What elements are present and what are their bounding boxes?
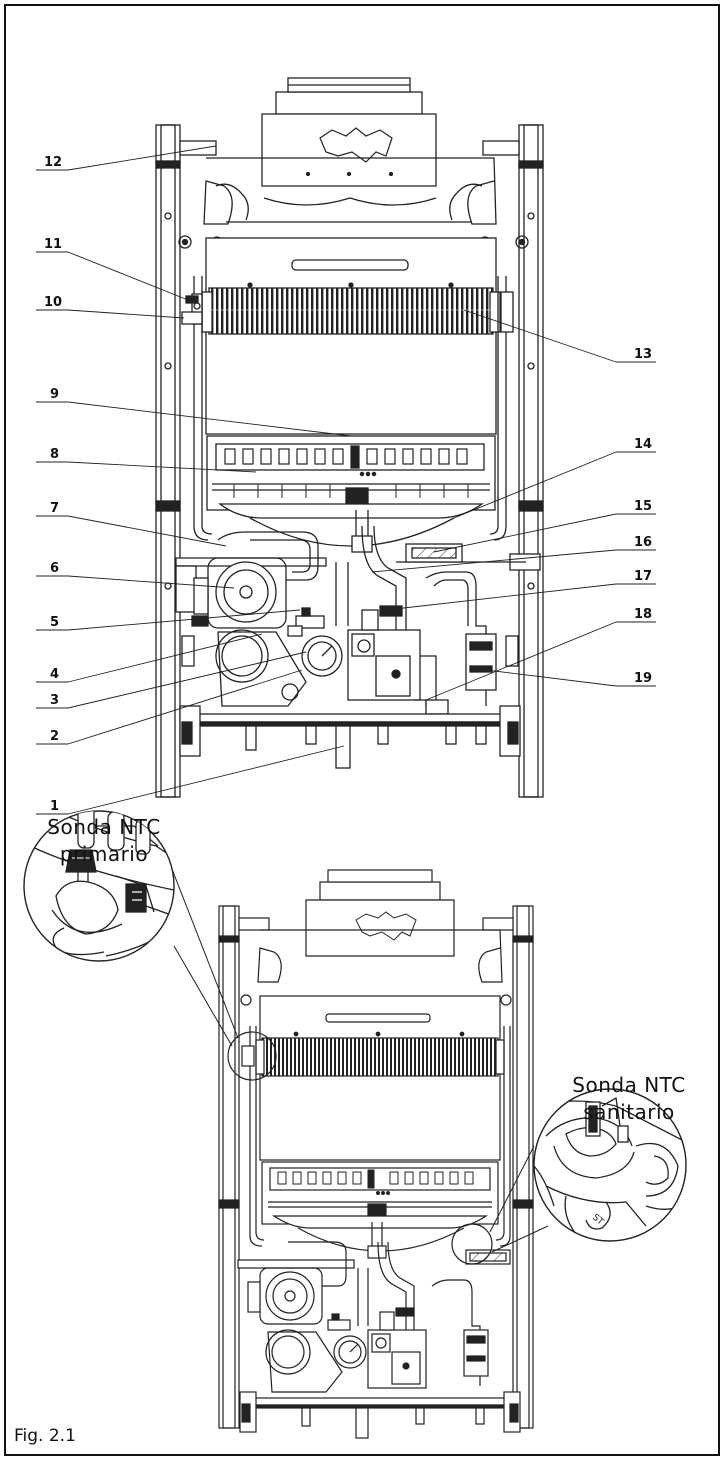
- primary-ntc-label-line2: primario: [59, 842, 149, 866]
- main-boiler-drawing: [155, 77, 544, 798]
- figure-caption: Fig. 2.1: [14, 1426, 76, 1446]
- callout-2: 2: [50, 729, 59, 744]
- callout-8: 8: [50, 447, 59, 462]
- callout-7: 7: [50, 501, 59, 516]
- callout-13: 13: [634, 347, 652, 362]
- callout-12: 12: [44, 155, 62, 170]
- callout-11: 11: [44, 237, 62, 252]
- sanitary-ntc-label-line2: sanitario: [583, 1100, 675, 1124]
- callout-18: 18: [634, 607, 652, 622]
- sanitary-ntc-label: Sonda NTC sanitario: [554, 1072, 704, 1126]
- callout-19: 19: [634, 671, 652, 686]
- callout-3: 3: [50, 693, 59, 708]
- figure-page: 12 11 10 9 8 7 6 5 4 3 2 1 13 14 15 16 1…: [4, 4, 720, 1456]
- boiler-diagram: 12 11 10 9 8 7 6 5 4 3 2 1 13 14 15 16 1…: [23, 77, 687, 1439]
- callout-14: 14: [634, 437, 652, 452]
- callout-17: 17: [634, 569, 652, 584]
- callout-numbers: 12 11 10 9 8 7 6 5 4 3 2 1 13 14 15 16 1…: [44, 155, 652, 814]
- primary-ntc-label-line1: Sonda NTC: [47, 815, 161, 839]
- callout-leaders: [36, 145, 656, 815]
- callout-4: 4: [50, 667, 59, 682]
- callout-10: 10: [44, 295, 62, 310]
- burner-slots-small: [277, 1169, 474, 1189]
- callout-6: 6: [50, 561, 59, 576]
- callout-1: 1: [50, 799, 59, 814]
- callout-5: 5: [50, 615, 59, 630]
- callout-9: 9: [50, 387, 59, 402]
- primary-ntc-detail: [23, 810, 175, 962]
- callout-15: 15: [634, 499, 652, 514]
- sanitary-ntc-detail: ST: [533, 1088, 687, 1242]
- callout-16: 16: [634, 535, 652, 550]
- secondary-boiler-drawing: [169, 863, 549, 1439]
- sanitary-ntc-label-line1: Sonda NTC: [572, 1073, 686, 1097]
- burner-slots: [224, 445, 468, 469]
- primary-ntc-label: Sonda NTC primario: [34, 814, 174, 868]
